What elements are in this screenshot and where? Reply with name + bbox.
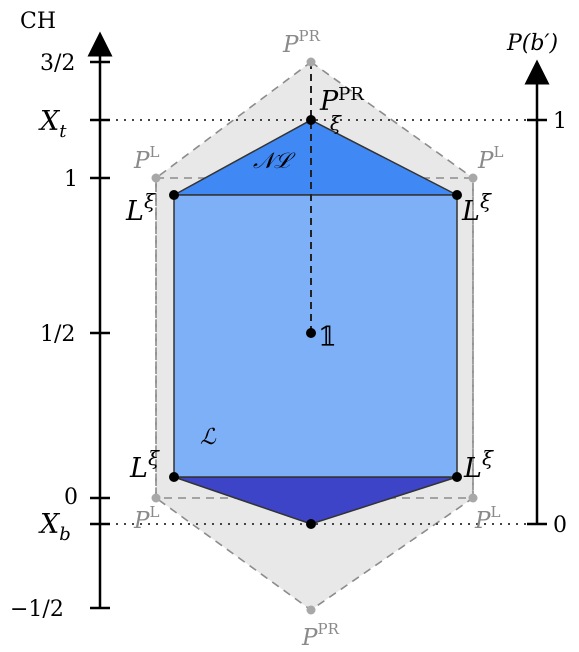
nonlocal-region-label: 𝒩ℒ [253, 149, 296, 174]
pb-tick-1: 1 [553, 109, 567, 134]
polytope-vertices [169, 115, 462, 529]
lxi-bottom-left-label: Lξ [129, 446, 160, 484]
pl-top-right-label: PL [477, 143, 503, 174]
local-region [173, 194, 458, 478]
ppr-bottom-label: PPR [301, 620, 340, 651]
tick-3-2: 3/2 [40, 51, 75, 76]
ch-axis-title: CH [20, 9, 56, 34]
xt-label: Xt [38, 106, 67, 142]
pl-top-left-label: PL [133, 143, 159, 174]
identity-label: 𝟙 [318, 322, 337, 353]
lxi-bottom-right-label: Lξ [463, 446, 494, 484]
tick-minus-1-2: −1/2 [10, 597, 64, 622]
lxi-top-right-label: Lξ [461, 189, 492, 227]
outer-vertices [151, 57, 478, 615]
local-region-label: ℒ [200, 425, 217, 450]
ch-axis-ticks [90, 60, 110, 610]
lxi-top-left-label: Lξ [125, 189, 156, 227]
pb-axis-title: P(b′) [506, 31, 558, 56]
pl-bottom-right-label: PL [474, 503, 500, 534]
tick-1-2: 1/2 [40, 322, 75, 347]
pb-axis-ticks [527, 118, 547, 526]
tick-0: 0 [64, 485, 78, 510]
tick-1: 1 [64, 167, 78, 192]
ppr-top-label: PPR [282, 27, 321, 58]
xb-label: Xb [38, 509, 71, 545]
pl-bottom-left-label: PL [133, 503, 159, 534]
pb-tick-0: 0 [553, 513, 567, 538]
